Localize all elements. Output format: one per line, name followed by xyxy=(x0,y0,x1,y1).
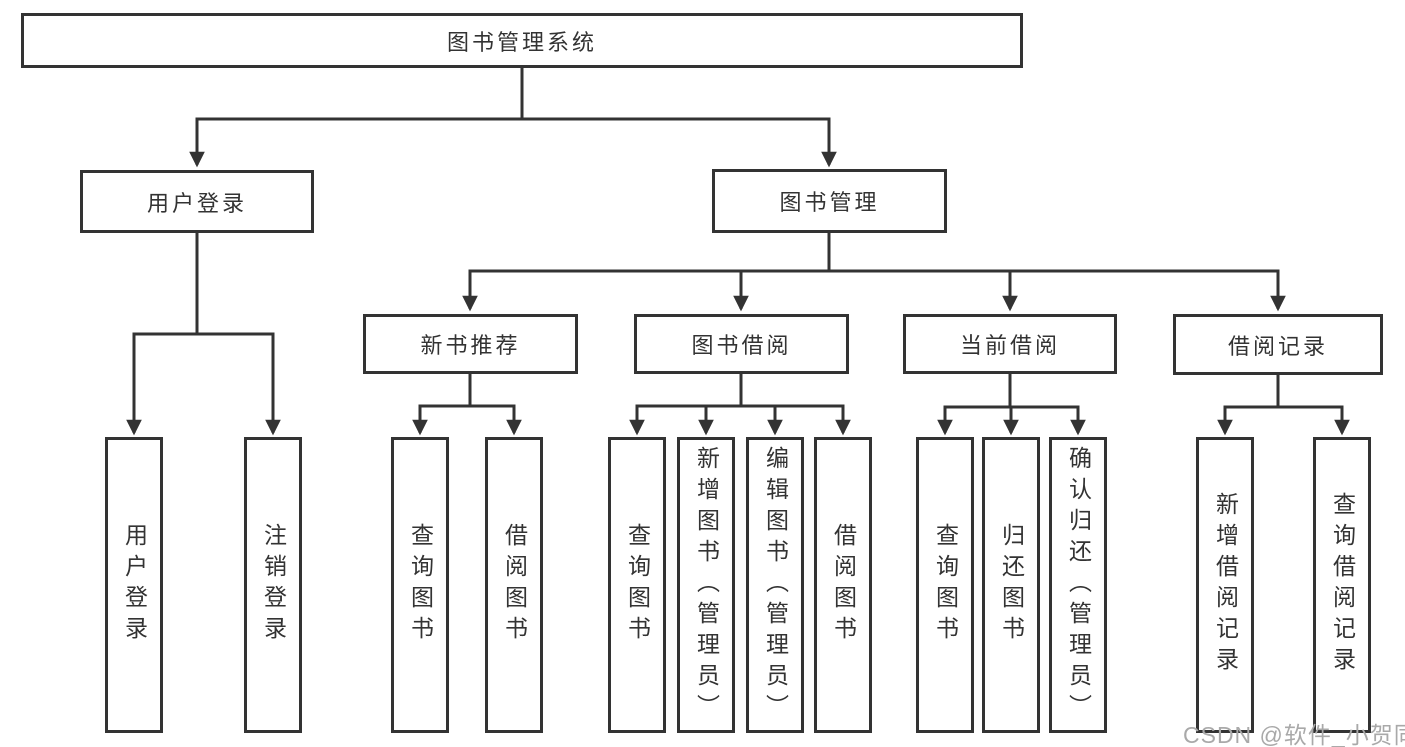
leaf-borrow-books-borrowing: 借阅图书 xyxy=(814,437,872,733)
leaf-add-borrow-record: 新增借阅记录 xyxy=(1196,437,1254,733)
leaf-query-borrow-record: 查询借阅记录 xyxy=(1313,437,1371,733)
node-book-management: 图书管理 xyxy=(712,169,947,233)
leaf-edit-books-admin: 编辑图书（管理员） xyxy=(746,437,804,733)
node-borrowing-records: 借阅记录 xyxy=(1173,314,1383,375)
node-book-borrowing: 图书借阅 xyxy=(634,314,849,374)
leaf-add-books-admin: 新增图书（管理员） xyxy=(677,437,735,733)
leaf-return-books: 归还图书 xyxy=(982,437,1040,733)
leaf-query-books-borrowing: 查询图书 xyxy=(608,437,666,733)
node-user-login: 用户登录 xyxy=(80,170,314,233)
leaf-query-books-current: 查询图书 xyxy=(916,437,974,733)
leaf-user-login: 用户登录 xyxy=(105,437,163,733)
node-new-book-recommendation: 新书推荐 xyxy=(363,314,578,374)
node-current-borrowing: 当前借阅 xyxy=(903,314,1117,374)
leaf-query-books-recommend: 查询图书 xyxy=(391,437,449,733)
leaf-logout: 注销登录 xyxy=(244,437,302,733)
node-root-system: 图书管理系统 xyxy=(21,13,1023,68)
csdn-watermark: CSDN @软件_小贺同学 xyxy=(1183,722,1405,747)
leaf-borrow-books-recommend: 借阅图书 xyxy=(485,437,543,733)
leaf-confirm-return-admin: 确认归还（管理员） xyxy=(1049,437,1107,733)
